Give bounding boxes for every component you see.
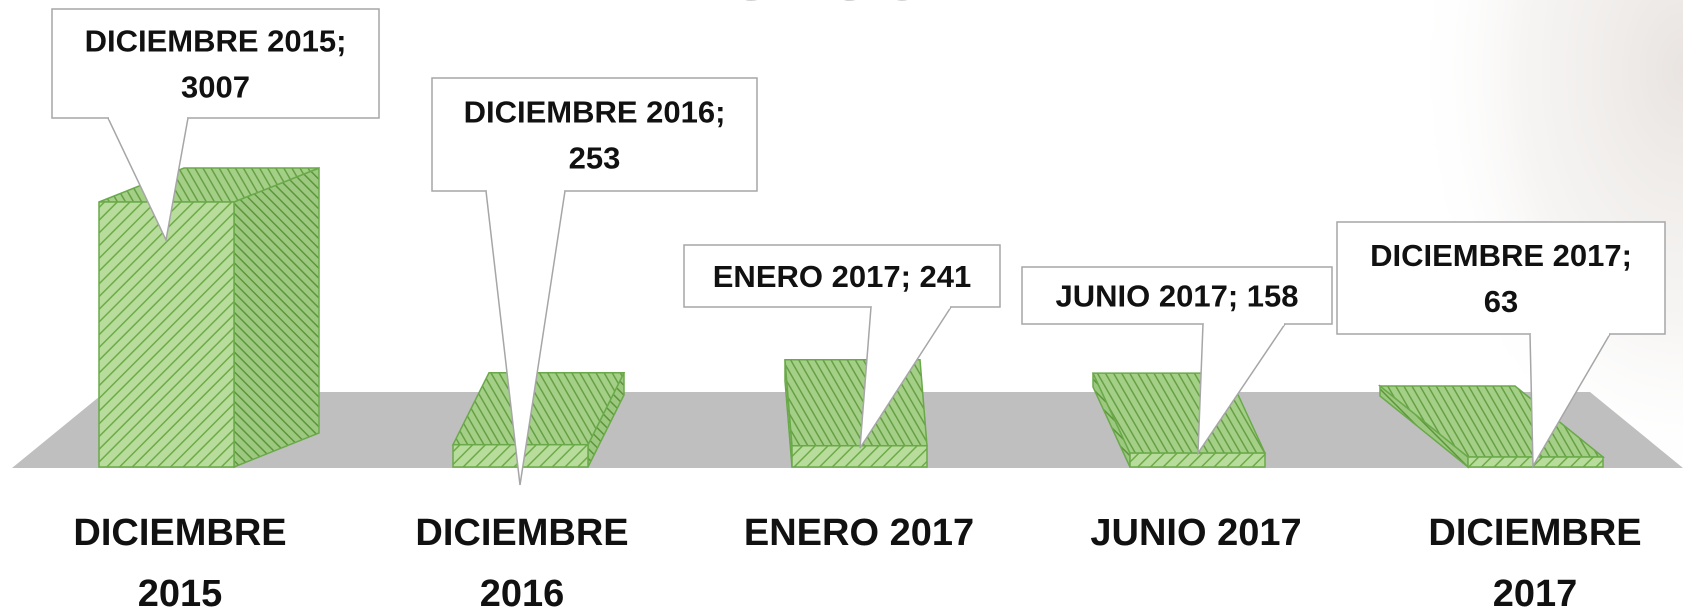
- bar-front-face: [791, 445, 928, 468]
- bar-2: [451, 371, 626, 468]
- callout-box: [1336, 221, 1666, 335]
- callout-pointer: [1197, 323, 1286, 456]
- callout-box: [431, 77, 758, 192]
- data-label-1: DICIEMBRE 2015; 3007: [51, 8, 380, 243]
- category-label-text: 2017: [1493, 573, 1578, 607]
- bar-front-face: [98, 201, 235, 468]
- bar-4: [1091, 372, 1267, 468]
- data-label-3: ENERO 2017; 241: [683, 244, 1001, 449]
- callout-pointer: [1529, 333, 1611, 469]
- category-label-2: DICIEMBRE 2016: [415, 512, 628, 607]
- bar-front-face: [1129, 452, 1266, 468]
- category-label-text: DICIEMBRE: [1428, 512, 1641, 554]
- bar-1: [98, 166, 320, 469]
- data-label-text: DICIEMBRE 2017;: [1370, 238, 1632, 273]
- data-label-text: 63: [1484, 284, 1518, 319]
- x-axis-labels: DICIEMBRE 2015 DICIEMBRE 2016 ENERO 2017 JUNI…: [73, 512, 1641, 607]
- data-label-text: DICIEMBRE 2015;: [85, 24, 347, 59]
- callout-box: [1021, 266, 1333, 325]
- data-label-4: JUNIO 2017; 158: [1021, 266, 1333, 456]
- category-label-text: DICIEMBRE: [73, 512, 286, 554]
- data-label-text: 3007: [181, 70, 250, 105]
- category-label-3: ENERO 2017: [744, 512, 974, 554]
- bar-side-face: [233, 166, 320, 469]
- callout-box: [683, 244, 1001, 308]
- category-label-5: DICIEMBRE 2017: [1428, 512, 1641, 607]
- callout-pointer: [859, 306, 952, 449]
- category-label-4: JUNIO 2017: [1090, 512, 1301, 554]
- callout-pointer: [107, 117, 189, 243]
- data-label-5: DICIEMBRE 2017; 63: [1336, 221, 1666, 469]
- data-label-text: DICIEMBRE 2016;: [464, 95, 726, 130]
- category-label-text: DICIEMBRE: [415, 512, 628, 554]
- data-label-text: 253: [569, 141, 621, 176]
- category-label-text: ENERO 2017: [744, 512, 974, 554]
- callout-box: [51, 8, 380, 119]
- callout-pointer: [485, 190, 566, 486]
- category-label-1: DICIEMBRE 2015: [73, 512, 286, 607]
- data-label-2: DICIEMBRE 2016; 253: [431, 77, 758, 486]
- data-label-text: ENERO 2017; 241: [713, 259, 971, 294]
- page-title: ASEGURADA: [680, 0, 1134, 14]
- bars-layer: [98, 166, 1606, 469]
- category-label-text: 2016: [480, 573, 565, 607]
- data-label-text: JUNIO 2017; 158: [1056, 279, 1299, 314]
- category-label-text: 2015: [138, 573, 223, 607]
- category-label-text: JUNIO 2017: [1090, 512, 1301, 554]
